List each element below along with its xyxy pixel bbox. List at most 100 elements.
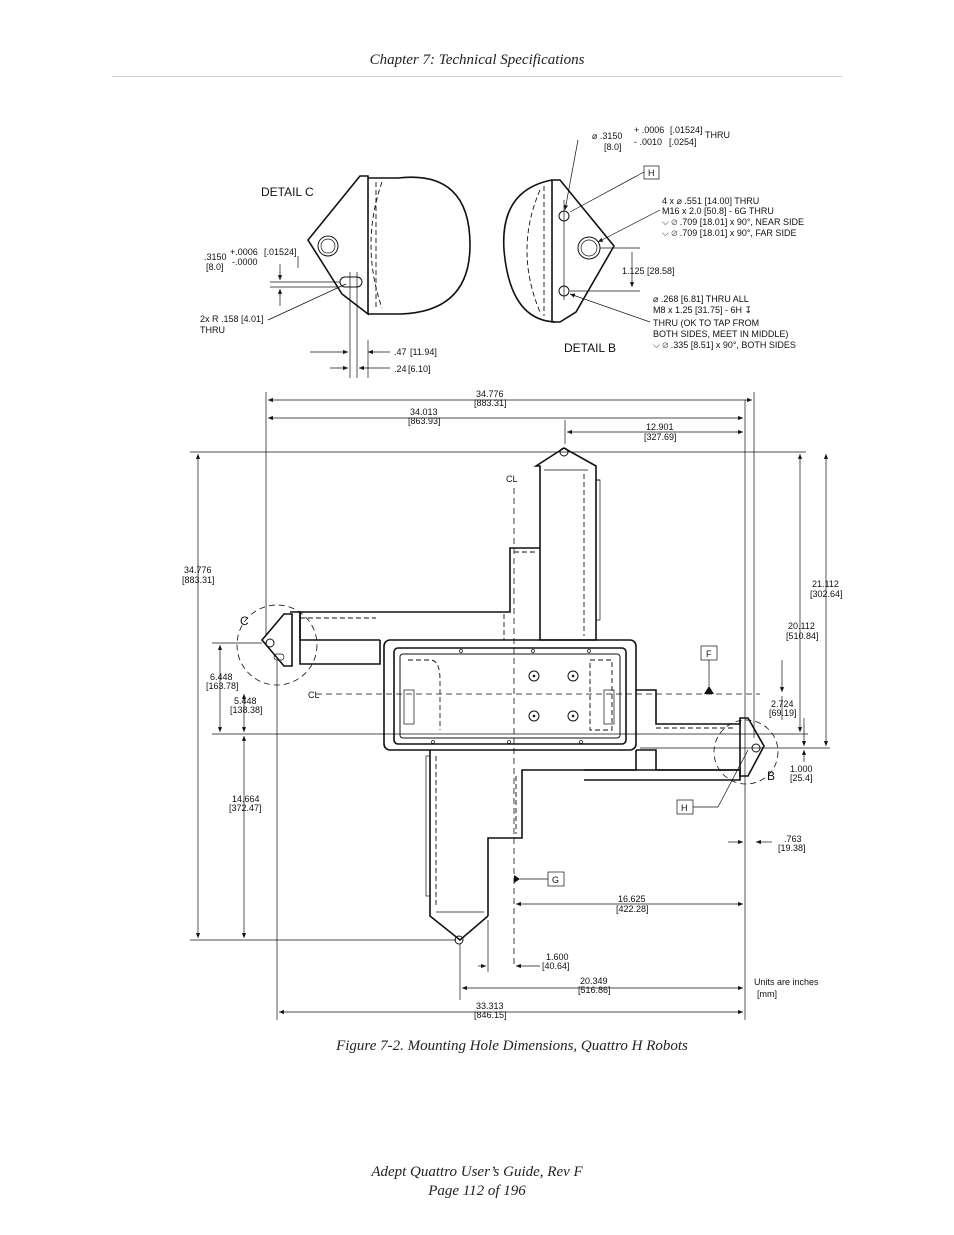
datum-h-box-detail (643, 165, 660, 180)
svg-text:B: B (767, 769, 775, 783)
body-hole-3 (528, 710, 540, 722)
frame-arm-right (739, 717, 765, 777)
svg-text:[883.31]: [883.31] (474, 398, 507, 408)
svg-text:⌵ ⌀ .335 [8.51] x 90°, BOTH SI: ⌵ ⌀ .335 [8.51] x 90°, BOTH SIDES (653, 340, 796, 350)
svg-text:5.448: 5.448 (234, 696, 257, 706)
svg-text:1.000: 1.000 (790, 764, 813, 774)
svg-text:.763: .763 (784, 834, 802, 844)
svg-text:-.0000: -.0000 (232, 257, 258, 267)
svg-text:⌀ .3150: ⌀ .3150 (592, 131, 622, 141)
svg-text:14.664: 14.664 (232, 794, 260, 804)
robot-frame-top-view: CL CL C B F H G (236, 447, 779, 966)
svg-text:20.112: 20.112 (788, 621, 815, 631)
detail-c-bracket (307, 175, 369, 316)
units-note: Units are inches (754, 977, 819, 987)
svg-text:[25.4]: [25.4] (790, 773, 813, 783)
svg-text:M16 x 2.0 [50.8] - 6G THRU: M16 x 2.0 [50.8] - 6G THRU (662, 206, 774, 216)
svg-text:1.125 [28.58]: 1.125 [28.58] (622, 266, 675, 276)
svg-text:+ .0006: + .0006 (634, 125, 664, 135)
svg-text:THRU: THRU (705, 130, 730, 140)
svg-text:6.448: 6.448 (210, 672, 233, 682)
svg-text:.3150: .3150 (204, 252, 227, 262)
center-body-outer (383, 639, 637, 751)
svg-text:4 x ⌀ .551 [14.00] THRU: 4 x ⌀ .551 [14.00] THRU (662, 196, 759, 206)
svg-text:CL: CL (308, 690, 320, 700)
detail-b-callout-circle (713, 719, 779, 785)
svg-text:BOTH SIDES, MEET IN MIDDLE): BOTH SIDES, MEET IN MIDDLE) (653, 329, 788, 339)
svg-text:[516.86]: [516.86] (578, 985, 611, 995)
svg-text:[846.15]: [846.15] (474, 1010, 507, 1020)
detail-c-title: DETAIL C (261, 185, 314, 199)
frame-arm-left (260, 613, 293, 667)
mount-hole-left (265, 638, 275, 648)
body-hole-1 (528, 670, 540, 682)
svg-text:.24: .24 (394, 364, 407, 374)
svg-text:21.112: 21.112 (812, 579, 839, 589)
svg-text:[6.10]: [6.10] (408, 364, 431, 374)
svg-text:- .0010: - .0010 (634, 137, 662, 147)
svg-text:⌵ ⌀ .709 [18.01] x 90°, NEAR S: ⌵ ⌀ .709 [18.01] x 90°, NEAR SIDE (662, 217, 804, 227)
svg-text:M8 x 1.25 [31.75] - 6H ↧: M8 x 1.25 [31.75] - 6H ↧ (653, 305, 752, 315)
svg-text:H: H (648, 168, 655, 178)
svg-text:[510.84]: [510.84] (786, 631, 819, 641)
svg-text:[40.64]: [40.64] (542, 961, 570, 971)
footer-page-number: Page 112 of 196 (428, 1183, 526, 1199)
detail-b-housing (502, 179, 556, 323)
body-hole-2 (567, 670, 579, 682)
svg-text:C: C (240, 614, 249, 628)
center-body-inner (393, 647, 627, 745)
detail-b-view: ⌀ .3150 [8.0] + .0006 [.01524] - .0010 [… (502, 125, 804, 355)
svg-text:[.01524]: [.01524] (264, 247, 297, 257)
svg-text:16.625: 16.625 (618, 894, 646, 904)
svg-text:20.349: 20.349 (580, 976, 608, 986)
svg-text:THRU: THRU (200, 325, 225, 335)
dimension-lines: 34.776 [883.31] 34.013 [863.93] 12.901 [… (182, 389, 843, 1020)
svg-text:⌵ ⌀ .709 [18.01] x 90°, FAR SI: ⌵ ⌀ .709 [18.01] x 90°, FAR SIDE (662, 228, 796, 238)
svg-text:[mm]: [mm] (757, 989, 777, 999)
svg-text:G: G (552, 875, 559, 885)
svg-text:34.013: 34.013 (410, 407, 438, 417)
svg-text:[327.69]: [327.69] (644, 432, 677, 442)
svg-text:[422.28]: [422.28] (616, 904, 649, 914)
svg-text:34.776: 34.776 (184, 565, 212, 575)
svg-text:.47: .47 (394, 347, 407, 357)
svg-text:[.0254]: [.0254] (669, 137, 697, 147)
detail-b-title: DETAIL B (564, 341, 616, 355)
svg-text:33.313: 33.313 (476, 1001, 504, 1011)
svg-text:THRU (OK TO TAP FROM: THRU (OK TO TAP FROM (653, 318, 759, 328)
svg-text:[883.31]: [883.31] (182, 575, 215, 585)
svg-text:34.776: 34.776 (476, 389, 504, 399)
detail-c-mount-hole (317, 235, 339, 257)
svg-text:[163.78]: [163.78] (206, 681, 239, 691)
svg-text:CL: CL (506, 474, 518, 484)
svg-text:[863.93]: [863.93] (408, 416, 441, 426)
chapter-header: Chapter 7: Technical Specifications (369, 52, 585, 68)
svg-text:2x R .158 [4.01]: 2x R .158 [4.01] (200, 314, 264, 324)
frame-arm-bottom (429, 750, 489, 942)
svg-text:1.600: 1.600 (546, 952, 569, 962)
svg-text:H: H (681, 803, 688, 813)
header-rule (112, 76, 842, 77)
svg-text:+.0006: +.0006 (230, 247, 258, 257)
svg-text:[19.38]: [19.38] (778, 843, 806, 853)
svg-text:2.724: 2.724 (771, 699, 794, 709)
svg-text:[.01524]: [.01524] (670, 125, 703, 135)
svg-text:[8.0]: [8.0] (206, 262, 224, 272)
detail-c-housing (368, 176, 471, 315)
figure-caption: Figure 7-2. Mounting Hole Dimensions, Qu… (336, 1038, 688, 1054)
page-footer: Adept Quattro User’s Guide, Rev F Page 1… (0, 1163, 954, 1201)
svg-text:[302.64]: [302.64] (810, 589, 843, 599)
svg-text:F: F (706, 649, 712, 659)
svg-text:[11.94]: [11.94] (410, 347, 437, 357)
detail-b-bracket (551, 179, 615, 323)
svg-text:⌀ .268 [6.81] THRU ALL: ⌀ .268 [6.81] THRU ALL (653, 294, 749, 304)
svg-text:[69.19]: [69.19] (769, 708, 797, 718)
frame-arm-top (533, 447, 597, 641)
svg-text:[372.47]: [372.47] (229, 803, 262, 813)
footer-guide-title: Adept Quattro User’s Guide, Rev F (371, 1164, 583, 1180)
svg-text:[138.38]: [138.38] (230, 705, 263, 715)
body-hole-4 (567, 710, 579, 722)
detail-c-view: DETAIL C .3150 [8.0] +.0006 [.01524] -.0… (200, 175, 471, 378)
svg-text:[8.0]: [8.0] (604, 142, 622, 152)
